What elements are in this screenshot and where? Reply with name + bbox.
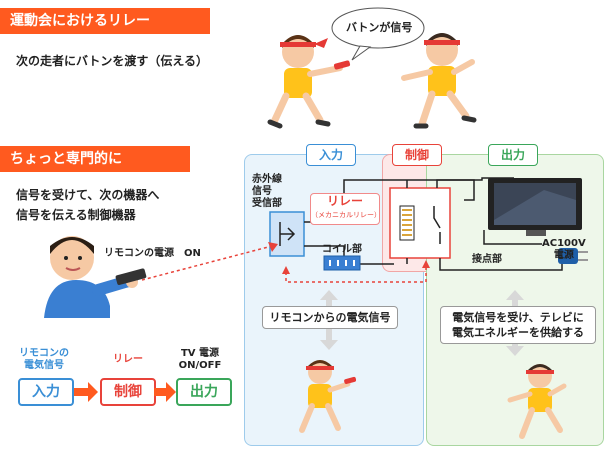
tag-input: 入力 (306, 144, 356, 166)
sensor-label-line2: 信号 (252, 186, 272, 197)
note-remote-signal: リモコンからの電気信号 (262, 306, 398, 329)
sensor-label-line1: 赤外線 (252, 174, 282, 185)
sensor-label: 赤外線 信号 受信部 (252, 174, 312, 210)
flow-output-label: TV 電源 ON/OFF (172, 348, 228, 372)
runner-with-baton-icon (267, 35, 351, 129)
speech-bubble-text: バトンが信号 (346, 21, 413, 34)
ac-power-label-line1: AC100V (542, 238, 586, 249)
relay-circuit-diagram (269, 177, 588, 271)
note-output-line2: 電気エネルギーを供給する (452, 326, 584, 339)
note-output-energy: 電気信号を受け、テレビに 電気エネルギーを供給する (440, 306, 596, 344)
runner-receiving-icon (401, 33, 477, 129)
definition-line-2: 信号を伝える制御機器 (16, 208, 136, 222)
coil-label: コイル部 (322, 244, 362, 255)
boy-with-remote-icon (44, 236, 147, 318)
remote-power-label: リモコンの電源 ON (104, 248, 201, 259)
relay-label-title: リレー (326, 194, 363, 208)
flow-input-label-line2: 電気信号 (24, 360, 64, 371)
flow-input-label-line1: リモコンの (19, 348, 69, 359)
technical-section-banner: ちょっと専門的に (0, 146, 190, 172)
flow-box-output: 出力 (176, 378, 232, 406)
runner-left-panel-icon (299, 360, 356, 433)
definition-line-1: 信号を受けて、次の機器へ (16, 188, 160, 202)
flow-arrow-icon (154, 382, 176, 402)
flow-output-label-line1: TV 電源 (180, 348, 220, 359)
tag-control: 制御 (392, 144, 442, 166)
flow-box-input: 入力 (18, 378, 74, 406)
note-output-line1: 電気信号を受け、テレビに (452, 311, 584, 324)
signal-dotted-arrows (141, 242, 430, 283)
flow-arrow-icon (74, 382, 98, 402)
relay-section-banner: 運動会におけるリレー (0, 8, 210, 34)
flow-relay-label: リレー (113, 354, 143, 365)
contact-label: 接点部 (472, 254, 502, 265)
speech-bubble-icon (331, 7, 425, 61)
sensor-label-line3: 受信部 (252, 198, 282, 209)
runner-right-panel-icon (507, 364, 567, 439)
flow-box-control: 制御 (100, 378, 156, 406)
relay-description: 次の走者にバトンを渡す（伝える） (16, 54, 209, 68)
relay-label-box: リレー （メカニカルリレー） (310, 193, 381, 225)
ac-power-label: AC100V 電源 (542, 238, 586, 262)
tag-output: 出力 (488, 144, 538, 166)
ac-power-label-line2: 電源 (553, 250, 574, 261)
relay-label-subtitle: （メカニカルリレー） (311, 211, 381, 219)
flow-output-label-line2: ON/OFF (178, 360, 222, 371)
flow-input-label: リモコンの 電気信号 (16, 348, 72, 372)
